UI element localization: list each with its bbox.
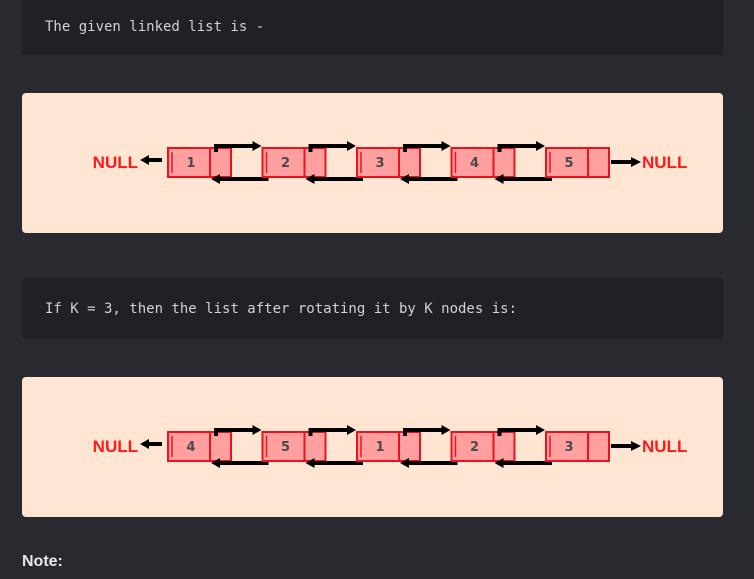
node-value: 2: [281, 156, 290, 171]
prev-arrow-head: [211, 458, 220, 468]
node-value: 1: [375, 440, 384, 455]
next-arrow-head: [252, 425, 262, 435]
node-pointer-cell: [398, 147, 421, 178]
rotation-code-block: If K = 3, then the list after rotating i…: [22, 278, 723, 339]
null-left-arrow-head: [140, 155, 149, 165]
original-list-diagram: NULL 1 2 3 4 5 NULL: [93, 141, 687, 184]
node-data-cell: [261, 431, 306, 462]
node-value: 4: [186, 440, 195, 455]
node-data-cell: [167, 431, 211, 462]
node-pointer-cell: [398, 431, 421, 462]
null-label-left: NULL: [93, 153, 138, 172]
node-value: 5: [564, 156, 573, 171]
node-value: 4: [470, 156, 479, 171]
null-left-arrow-head: [140, 439, 149, 449]
node-value: 5: [281, 440, 290, 455]
intro-text: The given linked list is -: [45, 18, 265, 35]
node-pointer-cell: [209, 147, 232, 178]
prev-arrow-head: [494, 458, 504, 468]
node-data-cell: [356, 431, 400, 462]
rotated-list-diagram: NULL 4 5 1 2 3 NULL: [93, 425, 687, 468]
node-pointer-cell: [303, 147, 327, 178]
prev-arrow-head: [494, 174, 504, 184]
prev-arrow-head: [400, 174, 409, 184]
null-label-right: NULL: [642, 153, 687, 172]
node-pointer-cell: [492, 147, 516, 178]
next-arrow-head: [347, 425, 356, 435]
node-pointer-cell: [303, 431, 327, 462]
next-arrow-head: [536, 141, 545, 151]
next-arrow-head: [252, 141, 262, 151]
node-value: 3: [564, 440, 573, 455]
next-arrow-head: [441, 425, 451, 435]
node-value: 2: [470, 440, 479, 455]
node-pointer-cell: [587, 147, 610, 178]
null-label-left: NULL: [93, 437, 138, 456]
null-label-right: NULL: [642, 437, 687, 456]
null-right-arrow-head: [631, 157, 641, 167]
rotation-text: If K = 3, then the list after rotating i…: [45, 300, 518, 317]
rotated-list-figure: NULL 4 5 1 2 3 NULL: [22, 377, 723, 517]
node-value: 3: [375, 156, 384, 171]
next-arrow-head: [347, 141, 356, 151]
node-value: 1: [186, 156, 195, 171]
node-pointer-cell: [492, 431, 516, 462]
prev-arrow-head: [305, 174, 315, 184]
intro-code-block: The given linked list is -: [22, 0, 723, 55]
original-list-figure: NULL 1 2 3 4 5 NULL: [22, 93, 723, 233]
next-arrow-head: [441, 141, 451, 151]
note-heading: Note:: [22, 553, 63, 570]
prev-arrow-head: [305, 458, 315, 468]
node-pointer-cell: [587, 431, 610, 462]
node-pointer-cell: [209, 431, 232, 462]
prev-arrow-head: [400, 458, 409, 468]
prev-arrow-head: [211, 174, 220, 184]
next-arrow-head: [536, 425, 545, 435]
null-right-arrow-head: [631, 441, 641, 451]
